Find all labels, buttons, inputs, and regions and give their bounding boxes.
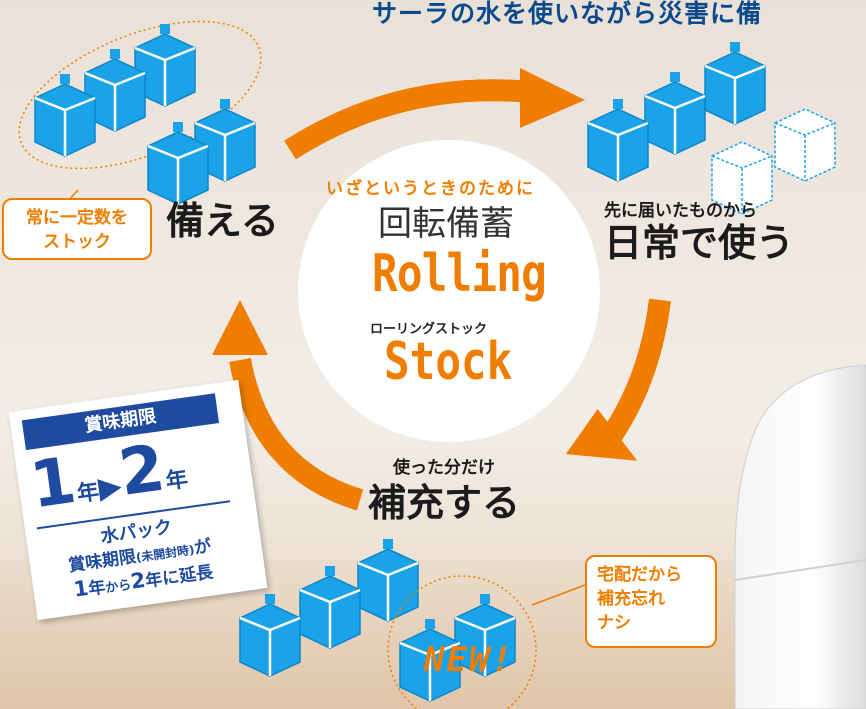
stage-use-lead: 先に届いたものから (604, 201, 757, 221)
water-pack-icon (298, 564, 362, 650)
new-label: NEW! (424, 640, 514, 680)
stock-callout-line2: ストック (43, 232, 111, 252)
delivery-callout: 宅配だから 補充忘れ ナシ (585, 555, 717, 648)
water-pack-icon (643, 70, 707, 156)
stage-use-title: 日常で使う (604, 221, 795, 265)
arrow-top (284, 79, 532, 160)
stage-refill-title: 補充する (368, 481, 521, 525)
badge-to-unit: 年 (164, 466, 190, 495)
used-pack-icon (774, 108, 836, 182)
delivery-callout-line2: 補充忘れ (597, 589, 665, 609)
rolling-heading: Rolling (372, 244, 547, 304)
center-title: 回転備蓄 (378, 204, 514, 244)
arrow-right (600, 298, 671, 445)
water-pack-icon (238, 592, 302, 678)
stage-prepare-title: 備える (166, 199, 279, 243)
stage-refill-lead: 使った分だけ (393, 458, 495, 478)
badge-to-number: 2 (114, 431, 170, 511)
top-banner: サーラの水を使いながら災害に備 (372, 0, 763, 28)
delivery-callout-line1: 宅配だから (597, 565, 682, 585)
arrow-right-head (565, 409, 638, 461)
water-pack-icon (703, 40, 767, 126)
new-group-outline (387, 575, 537, 709)
stock-callout-line1: 常に一定数を (26, 208, 128, 228)
center-circle (298, 140, 600, 442)
rolling-stock-kana: ローリングストック (370, 322, 488, 337)
water-pack-icon (356, 537, 420, 623)
delivery-callout-line3: ナシ (597, 613, 631, 633)
stock-heading: Stock (384, 332, 513, 392)
arrow-left-head (212, 300, 268, 355)
stock-callout: 常に一定数を ストック (2, 198, 152, 260)
expiry-badge: 賞味期限 1年▶2年 水パック 賞味期限(未開封時)が 1年から2年に延長 (8, 379, 268, 621)
badge-from-number: 1 (25, 443, 81, 524)
center-subtitle: いざというときのために (326, 179, 535, 199)
arrow-top-head (520, 68, 585, 128)
water-pack-icon (586, 97, 650, 183)
stock-group-outline (18, 20, 262, 170)
arrow-left (229, 357, 364, 511)
